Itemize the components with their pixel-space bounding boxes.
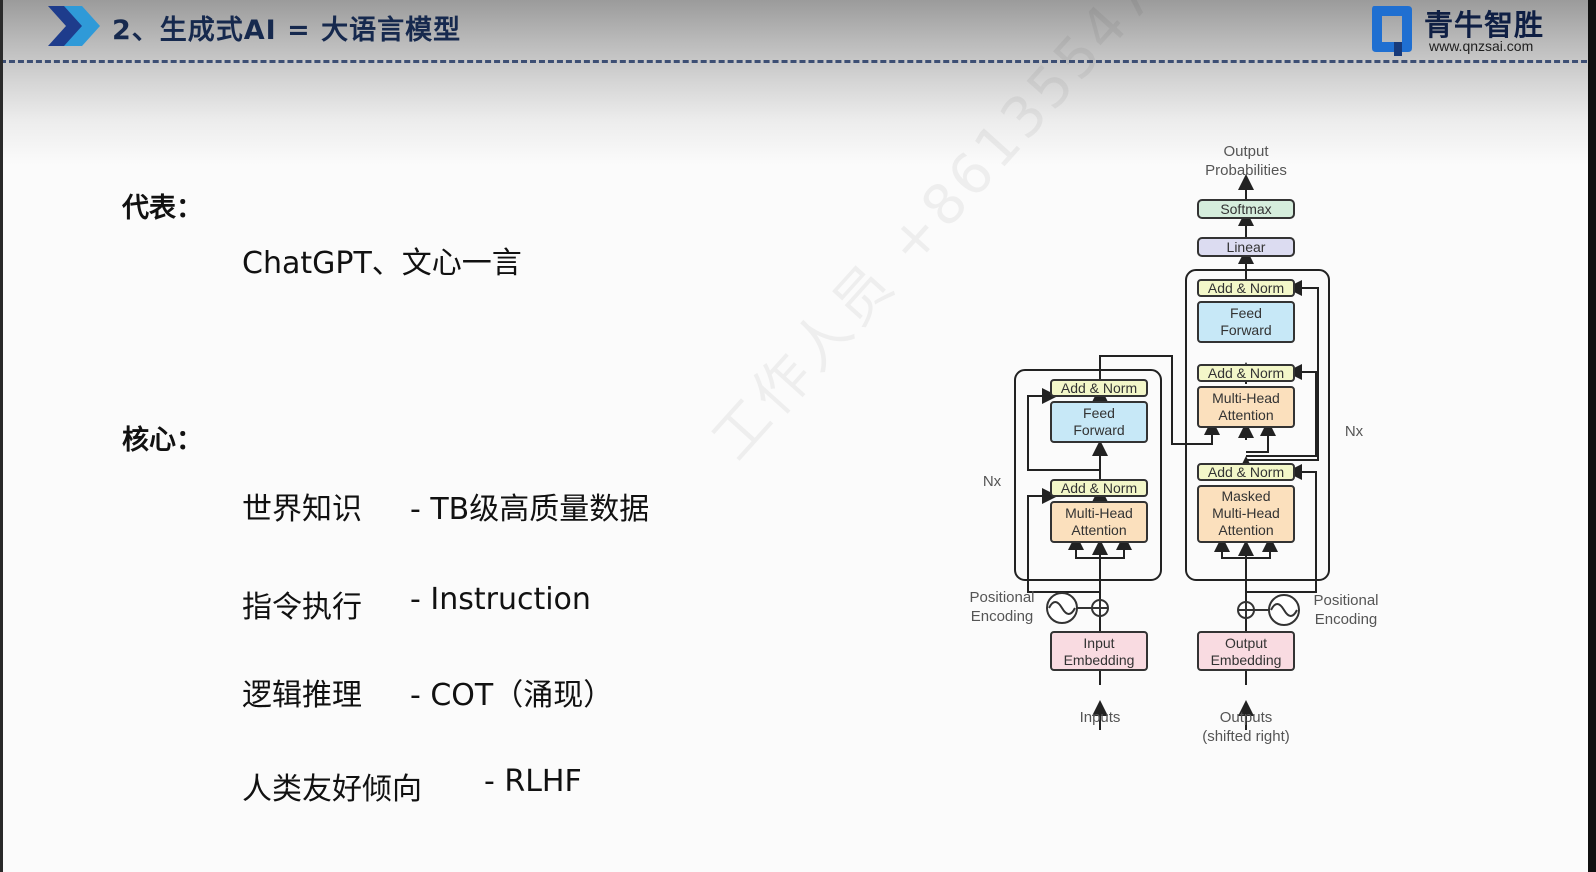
- core-term: 指令执行: [242, 590, 362, 625]
- core-term: 逻辑推理: [242, 678, 362, 713]
- enc-add-norm-1-label: Add & Norm: [1060, 480, 1138, 496]
- right-border: [1588, 0, 1596, 872]
- brand-url: www.qnzsai.com: [1429, 38, 1534, 54]
- header-cropped-text: ~ ~ ~: [880, 0, 974, 13]
- dec-multi-head-attention: [1197, 386, 1295, 428]
- core-label: 核心：: [122, 425, 203, 456]
- enc-add-norm-2: [1050, 379, 1148, 397]
- enc-multi-head-attention: [1050, 501, 1148, 543]
- core-row-human-alignment: 人类友好倾向 - RLHF: [242, 764, 582, 808]
- header-divider: [0, 60, 1596, 63]
- encoder-nx-label: Nx: [982, 473, 1002, 490]
- dec-masked-attention: [1197, 485, 1295, 543]
- dec-add-norm-1: [1197, 463, 1295, 481]
- core-desc: - Instruction: [410, 582, 591, 617]
- encoder-stack-box: [1014, 369, 1162, 581]
- dec-add-norm-2: [1197, 364, 1295, 382]
- core-row-reasoning: 逻辑推理 - COT（涌现）: [242, 670, 613, 714]
- core-term: 世界知识: [242, 492, 362, 527]
- enc-add-norm-2-label: Add & Norm: [1060, 380, 1138, 396]
- transformer-diagram-graphics: [1014, 174, 1330, 730]
- dec-add-norm-3-label: Add & Norm: [1207, 280, 1285, 296]
- dec-feed-forward: [1197, 301, 1295, 343]
- inputs-label: Inputs: [1079, 709, 1121, 726]
- core-desc: - RLHF: [484, 764, 582, 799]
- representatives-items: ChatGPT、文心一言: [242, 246, 522, 281]
- dec-add-norm-1-label: Add & Norm: [1207, 464, 1285, 480]
- core-desc: - COT（涌现）: [410, 678, 614, 713]
- decoder-stack-box: [1185, 269, 1330, 581]
- enc-add-norm-1: [1050, 479, 1148, 497]
- chevron-icon: [48, 6, 100, 46]
- dec-add-norm-2-label: Add & Norm: [1207, 365, 1285, 381]
- representatives-label: 代表：: [122, 193, 203, 224]
- core-term: 人类友好倾向: [242, 772, 422, 807]
- softmax-label: Softmax: [1220, 201, 1272, 217]
- slide-title: 2、生成式AI = 大语言模型: [112, 15, 462, 46]
- header-band: ~ ~ ~ 2、生成式AI = 大语言模型 青牛智胜 www.qnzsai.co…: [0, 0, 1596, 170]
- outputs-label: Outputs(shifted right): [1202, 709, 1290, 745]
- dec-add-norm-3: [1197, 279, 1295, 297]
- core-row-instruction: 指令执行 - Instruction: [242, 582, 591, 626]
- softmax-box: [1197, 199, 1295, 219]
- output-embedding-box: [1197, 631, 1295, 671]
- brand-logo-icon: [1372, 6, 1412, 56]
- core-row-world-knowledge: 世界知识 - TB级高质量数据: [242, 484, 649, 528]
- linear-label: Linear: [1226, 239, 1266, 255]
- enc-feed-forward: [1050, 401, 1148, 443]
- decoder-nx-label: Nx: [1344, 423, 1364, 440]
- input-embedding-box: [1050, 631, 1148, 671]
- linear-box: [1197, 237, 1295, 257]
- core-desc: - TB级高质量数据: [410, 492, 650, 527]
- left-border: [0, 0, 3, 872]
- brand-name: 青牛智胜: [1424, 8, 1545, 42]
